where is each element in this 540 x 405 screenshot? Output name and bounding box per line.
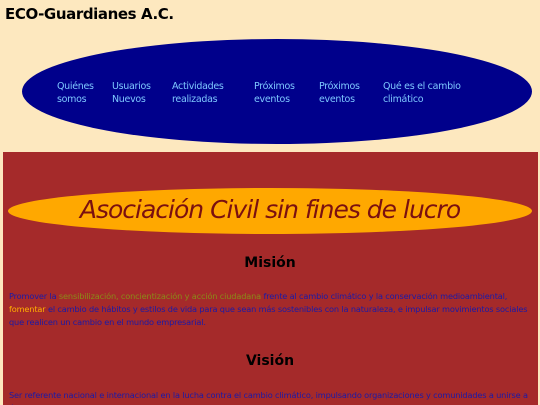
slogan-text: Asociación Civil sin fines de lucro xyxy=(79,195,461,224)
nav-link-label: somos xyxy=(57,94,87,105)
nav-link-label: eventos xyxy=(254,94,290,105)
nav-link-label: Qué es el cambio xyxy=(383,81,461,92)
nav-link-label: Quiénes xyxy=(57,81,94,92)
nav-link-label: Próximos xyxy=(319,81,360,92)
slogan-banner xyxy=(8,188,532,234)
mision-text-part: el cambio de hábitos y estilos de vida p… xyxy=(9,304,528,327)
nav-link-usuarios-nuevos[interactable]: Usuarios Nuevos xyxy=(112,80,151,106)
mision-highlight-green: sensibilización, concientización y acció… xyxy=(58,291,262,301)
nav-link-actividades-realizadas[interactable]: Actividades realizadas xyxy=(172,80,224,106)
mision-highlight-orange: fomentar xyxy=(9,304,46,314)
nav-link-proximos-eventos[interactable]: Próximos eventos xyxy=(254,80,295,106)
nav-link-label: climático xyxy=(383,94,424,105)
nav-link-label: eventos xyxy=(319,94,355,105)
nav-link-label: Actividades xyxy=(172,81,224,92)
nav-menu xyxy=(22,39,532,144)
mision-text: Promover la sensibilización, concientiza… xyxy=(9,290,531,329)
nav-link-quienes-somos[interactable]: Quiénes somos xyxy=(57,80,94,106)
mision-heading: Misión xyxy=(244,255,296,271)
nav-link-proximos-eventos-2[interactable]: Próximos eventos xyxy=(319,80,360,106)
vision-heading: Visión xyxy=(245,353,295,369)
mision-text-part: frente al cambio climático y la conserva… xyxy=(261,291,508,301)
nav-link-cambio-climatico[interactable]: Qué es el cambio climático xyxy=(383,80,461,106)
nav-link-label: Próximos xyxy=(254,81,295,92)
nav-link-label: Usuarios xyxy=(112,81,151,92)
mision-text-part: Promover la xyxy=(9,291,59,301)
vision-text: Ser referente nacional e internacional e… xyxy=(9,390,528,405)
site-title: ECO-Guardianes A.C. xyxy=(5,5,174,23)
nav-link-label: Nuevos xyxy=(112,94,146,105)
nav-link-label: realizadas xyxy=(172,94,218,105)
